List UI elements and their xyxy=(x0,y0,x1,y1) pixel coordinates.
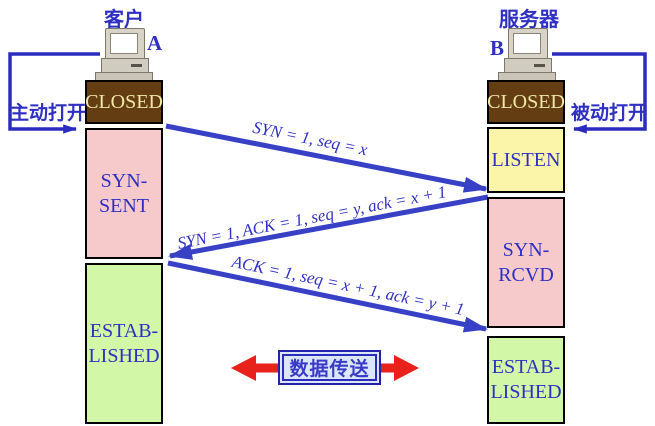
syn-message-label: SYN = 1, seq = x xyxy=(251,117,370,160)
server-state-listen: LISTEN xyxy=(487,127,565,193)
client-state-closed: CLOSED xyxy=(85,80,163,124)
client-state-established: ESTAB- LISHED xyxy=(85,263,163,424)
active-open-label: 主动打开 xyxy=(10,103,87,124)
server-state-established: ESTAB- LISHED xyxy=(487,336,565,424)
screen xyxy=(110,33,138,54)
data-transfer-arrowhead-right xyxy=(394,355,419,381)
server-state-syn-rcvd: SYN- RCVD xyxy=(487,197,565,328)
data-transfer-box: 数据传送 xyxy=(278,350,381,385)
disk-slot xyxy=(534,64,545,67)
client-state-syn-sent: SYN- SENT xyxy=(85,128,163,259)
disk-slot xyxy=(131,64,142,67)
data-transfer-arrowhead-left xyxy=(231,355,256,381)
passive-open-label: 被动打开 xyxy=(571,103,648,124)
client-computer-icon xyxy=(95,26,153,81)
server-state-closed: CLOSED xyxy=(487,80,565,124)
server-computer-icon xyxy=(498,26,556,81)
client-node-label: A xyxy=(147,31,163,55)
data-transfer-label: 数据传送 xyxy=(282,354,377,381)
syn-ack-message-label: SYN = 1, ACK = 1, seq = y, ack = x + 1 xyxy=(175,182,448,253)
client-title: 客户 xyxy=(104,9,144,31)
ack-message-label: ACK = 1, seq = x + 1, ack = y + 1 xyxy=(230,252,466,320)
screen xyxy=(513,33,541,54)
server-title: 服务器 xyxy=(499,9,559,31)
server-node-label: B xyxy=(490,36,505,60)
